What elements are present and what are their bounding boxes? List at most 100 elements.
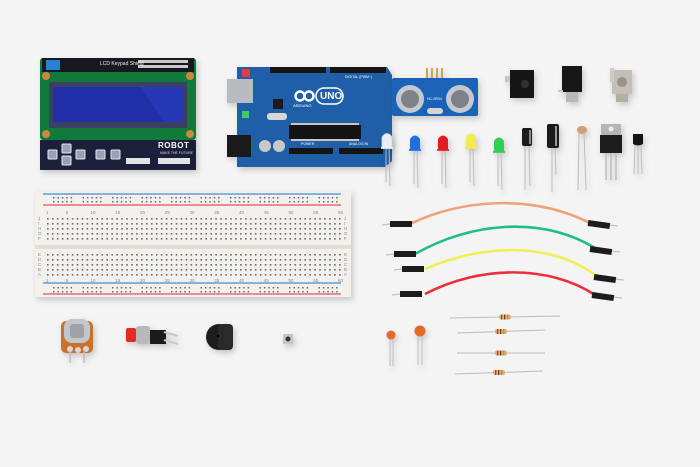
column-number: 50 xyxy=(288,210,294,215)
push-button-switch xyxy=(124,322,180,350)
analog-header xyxy=(339,148,383,154)
jumper-wire-green xyxy=(385,225,621,257)
digital-header-1 xyxy=(270,67,326,73)
led-set xyxy=(380,128,530,191)
dc-power-jack xyxy=(505,68,535,100)
resistor xyxy=(457,350,545,356)
electrolytic-capacitor-large xyxy=(546,124,560,192)
dc-barrel-jack xyxy=(227,135,251,157)
column-number: 10 xyxy=(90,210,96,215)
audio-jack-black xyxy=(558,64,588,104)
jumper-wires-graphic xyxy=(381,201,625,302)
arduino-brand: ARDUINO xyxy=(293,103,312,108)
connector-housing xyxy=(589,246,613,256)
lcd-shield-brand: ROBOT xyxy=(158,141,190,150)
transistor xyxy=(631,134,645,175)
mount-hole xyxy=(186,130,194,138)
power-led xyxy=(242,111,249,118)
arduino-power-label: POWER xyxy=(301,142,315,146)
row-letter: C xyxy=(38,262,42,267)
resistors-graphic xyxy=(449,314,561,375)
contrast-potentiometer xyxy=(46,60,60,70)
row-letter: F xyxy=(344,236,347,241)
usb-chip xyxy=(273,99,283,109)
row-letter: H xyxy=(344,226,348,231)
column-number: 20 xyxy=(140,210,146,215)
resistor xyxy=(456,329,546,334)
jumper-wires xyxy=(380,195,630,310)
column-number: 25 xyxy=(164,210,170,215)
capacitor-1 xyxy=(259,140,271,152)
row-letter: I xyxy=(38,221,40,226)
connector-housing xyxy=(390,221,412,227)
audio-jack-metal xyxy=(608,66,636,104)
reset-button xyxy=(242,69,250,77)
arduino-graphic xyxy=(227,67,392,167)
arduino-uno-board: UNO ARDUINO DIGITAL (PWM~) POWER ANALOG … xyxy=(227,63,392,167)
row-letter: B xyxy=(38,267,42,272)
column-number: 10 xyxy=(90,278,96,283)
mount-hole xyxy=(42,130,50,138)
row-letter: H xyxy=(38,226,42,231)
led-yellow xyxy=(464,132,478,188)
column-number: 60 xyxy=(338,278,344,283)
row-letter: A xyxy=(38,272,42,277)
keypad-pins xyxy=(126,158,190,164)
screen-glare xyxy=(140,87,183,122)
arduino-analog-label: ANALOG IN xyxy=(349,142,369,146)
connector-housing xyxy=(593,274,617,284)
sensor-pins xyxy=(426,68,443,78)
potentiometer xyxy=(58,315,96,365)
connector-housing xyxy=(402,266,424,272)
column-number: 1 xyxy=(46,278,49,283)
row-letter: G xyxy=(344,231,348,236)
column-number: 50 xyxy=(288,278,294,283)
header-pins xyxy=(138,60,188,68)
row-letter: J xyxy=(38,216,41,221)
column-number: 15 xyxy=(115,210,121,215)
photoresistor xyxy=(574,126,590,192)
mount-hole xyxy=(186,72,194,80)
column-number: 35 xyxy=(214,210,220,215)
row-letter: G xyxy=(38,231,42,236)
capacitor-2 xyxy=(273,140,285,152)
digital-header-2 xyxy=(330,67,386,73)
lcd-keypad-shield: LCD Keypad Shield ROBOT MAKE THE FUTURE xyxy=(40,58,196,170)
keypad-buttons xyxy=(47,143,121,166)
piezo-buzzer xyxy=(204,321,238,351)
connector-housing xyxy=(591,292,615,302)
voltage-regulator xyxy=(600,124,622,180)
sensor-crystal xyxy=(427,108,443,114)
breadboard-body xyxy=(35,191,351,297)
column-number: 30 xyxy=(189,210,195,215)
arduino-uno-logo: UNO xyxy=(320,91,343,102)
lcd-shield-label: LCD Keypad Shield xyxy=(100,61,144,67)
column-number: 55 xyxy=(313,210,319,215)
atmega-chip xyxy=(289,125,361,139)
electrolytic-capacitor-small xyxy=(520,128,534,190)
column-number: 5 xyxy=(65,278,69,283)
column-number: 40 xyxy=(239,278,245,283)
column-number: 45 xyxy=(263,210,269,215)
row-letter: D xyxy=(38,257,42,262)
ceramic-capacitor-2 xyxy=(413,325,427,365)
usb-b-port xyxy=(227,79,253,103)
ceramic-capacitor-1 xyxy=(385,330,397,366)
column-number: 30 xyxy=(189,278,195,283)
power-header xyxy=(289,148,333,154)
led-blue xyxy=(408,134,422,190)
column-number: 25 xyxy=(164,278,170,283)
row-letter: C xyxy=(344,262,348,267)
jumper-wire-orange xyxy=(381,201,619,230)
uno-badge xyxy=(315,87,344,105)
column-number: 45 xyxy=(263,278,269,283)
row-letter: B xyxy=(344,267,348,272)
resistors xyxy=(445,310,565,382)
connector-housing xyxy=(394,251,416,257)
breadboard-graphic xyxy=(35,191,351,297)
column-number: 20 xyxy=(140,278,146,283)
resistor xyxy=(449,314,561,320)
tactile-switch xyxy=(282,332,294,344)
crystal xyxy=(267,113,287,120)
